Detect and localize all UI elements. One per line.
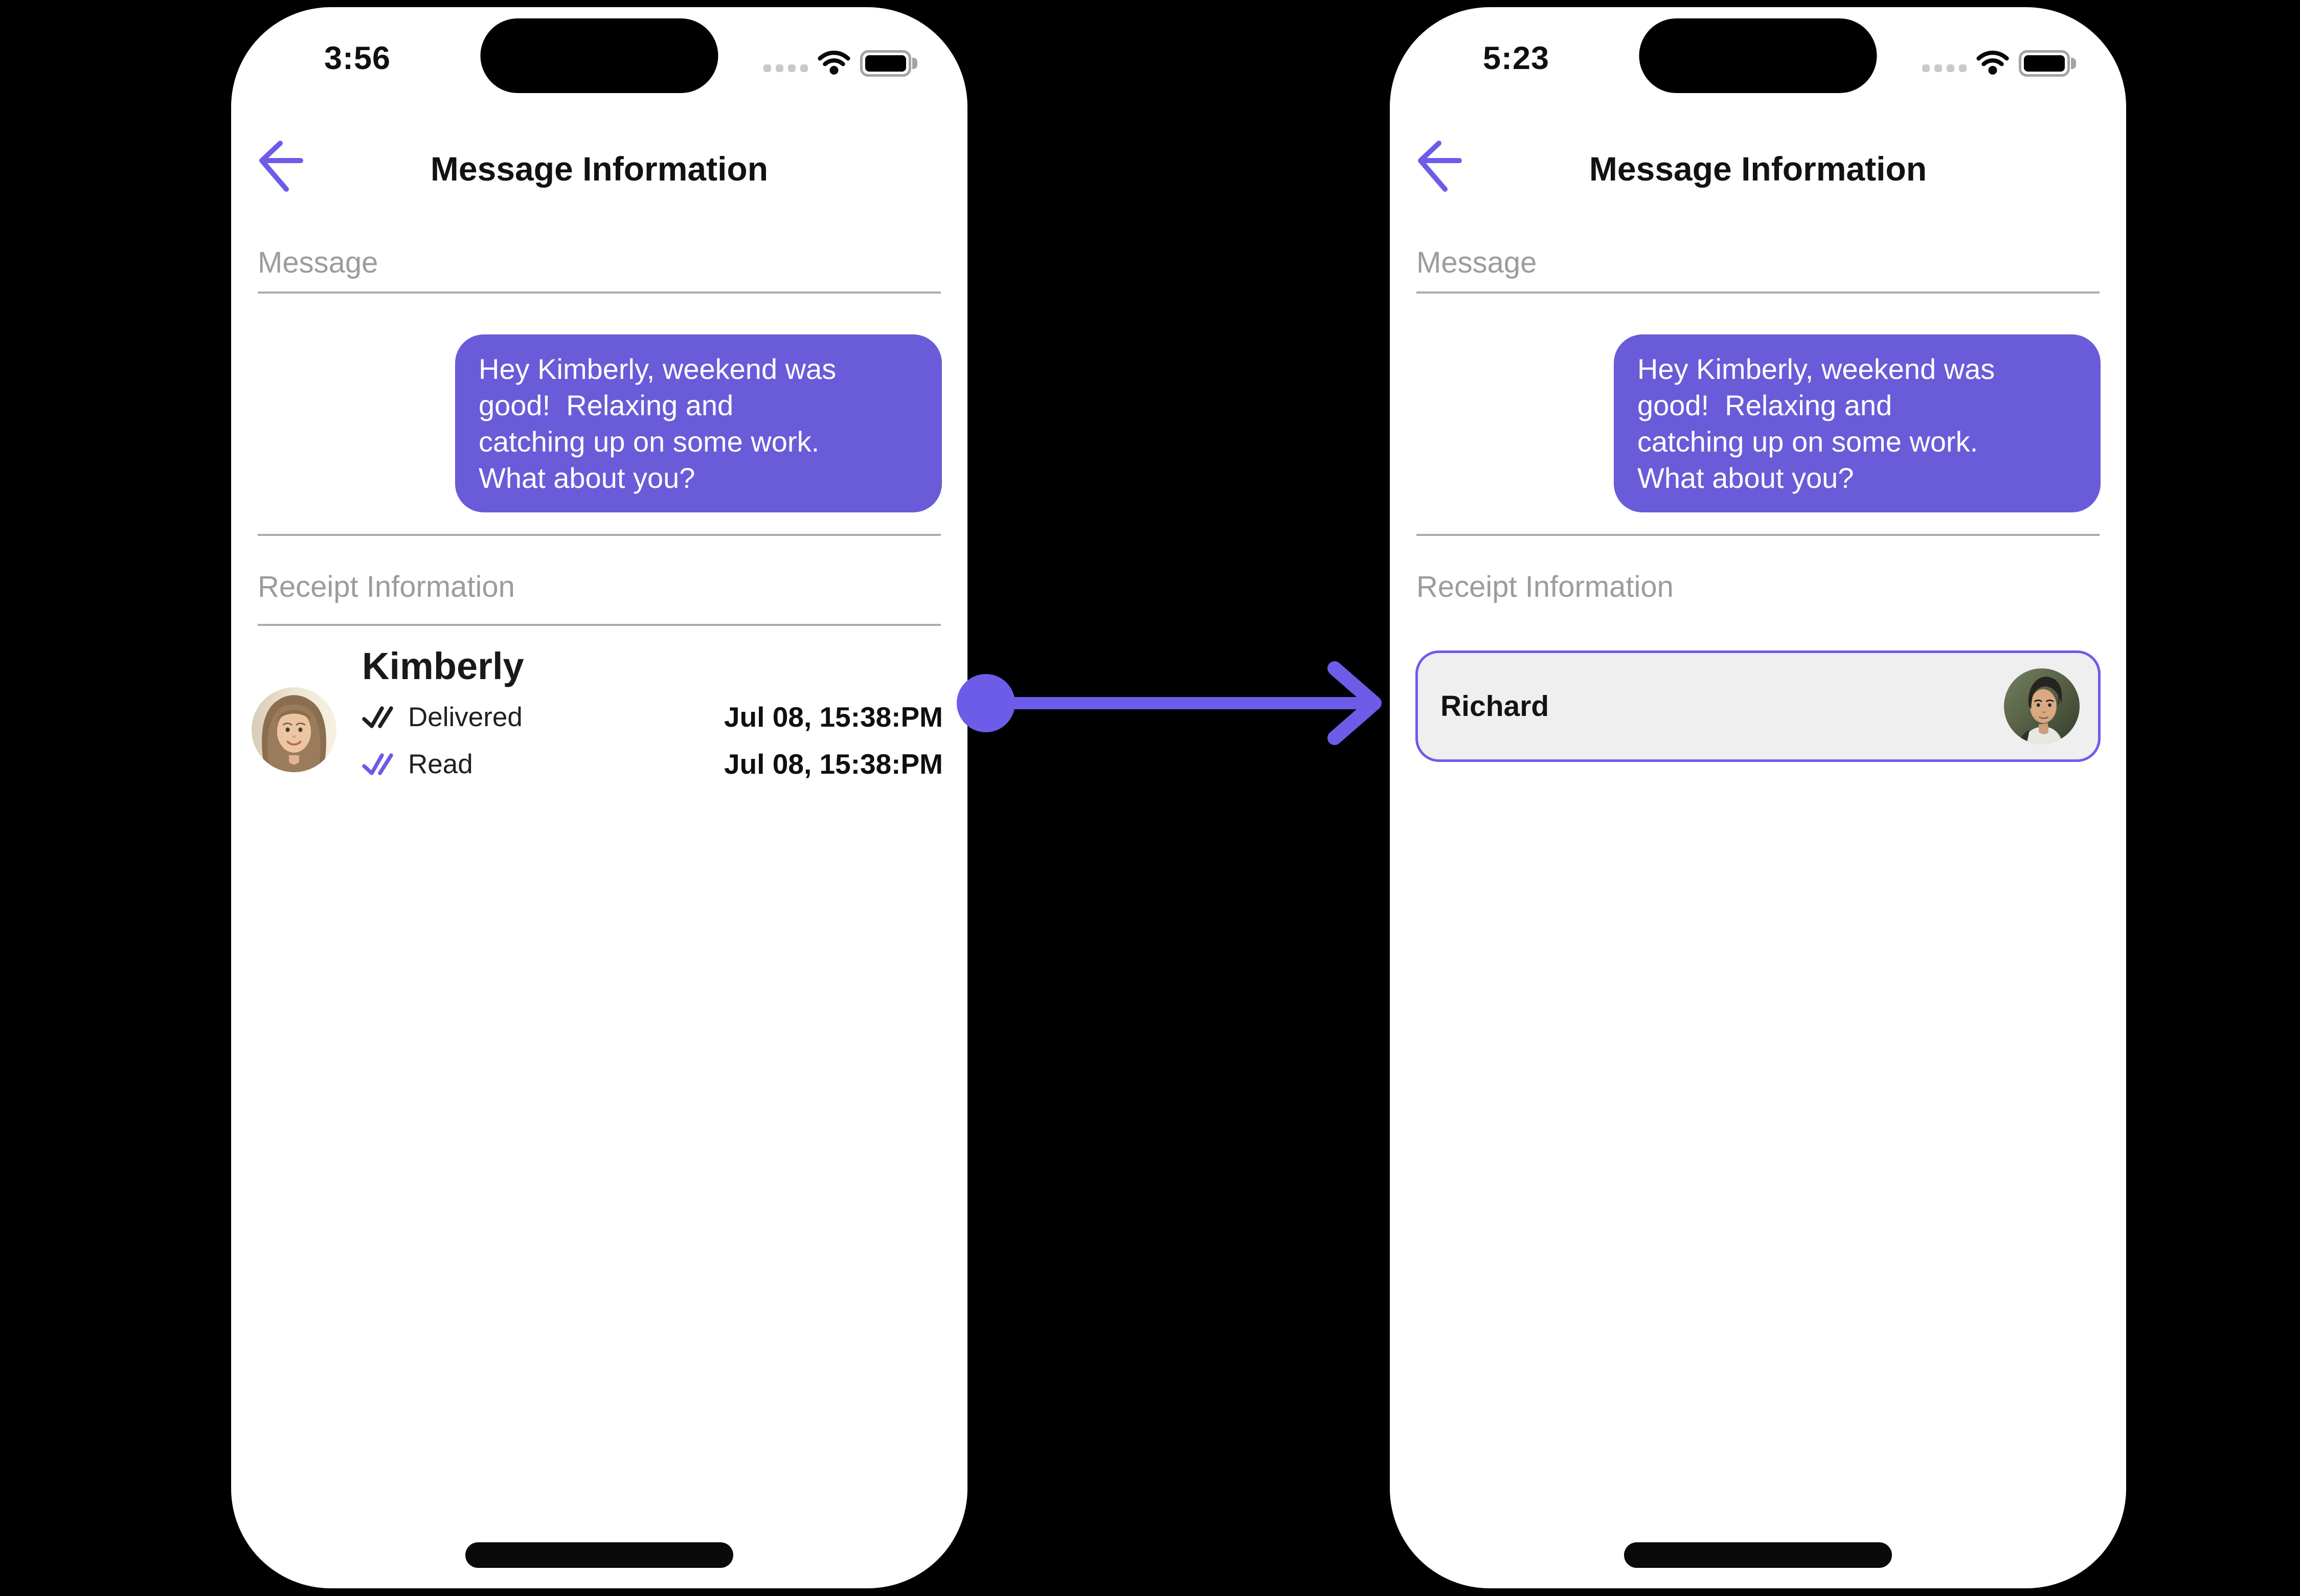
- recipient-row-richard[interactable]: Richard: [1415, 650, 2101, 762]
- status-bar-time: 5:23: [1483, 40, 1550, 76]
- status-label: Read: [408, 749, 473, 779]
- dynamic-island: [480, 18, 718, 93]
- richard-avatar: [2004, 668, 2080, 744]
- divider: [258, 534, 941, 536]
- flow-arrow: [957, 661, 1382, 745]
- receipt-status-list: Delivered Jul 08, 15:38:PM Read Jul 08, …: [362, 694, 943, 789]
- left-phone-frame: 3:56 Message Information Message Hey Kim…: [231, 7, 967, 1588]
- message-section-label: Message: [258, 246, 378, 279]
- home-indicator[interactable]: [465, 1542, 733, 1568]
- double-check-icon: [362, 752, 394, 776]
- recipient-name: Kimberly: [362, 645, 524, 687]
- message-section-label: Message: [1416, 246, 1537, 279]
- status-timestamp: Jul 08, 15:38:PM: [724, 701, 943, 733]
- receipt-section-label: Receipt Information: [258, 570, 515, 603]
- page-title: Message Information: [430, 150, 769, 188]
- message-bubble: Hey Kimberly, weekend was good! Relaxing…: [1614, 334, 2101, 512]
- cellular-signal-icon: [1922, 64, 1967, 72]
- page-title: Message Information: [1589, 150, 1927, 188]
- wifi-icon: [1976, 50, 2010, 78]
- divider: [1416, 534, 2100, 536]
- back-arrow-icon[interactable]: [1413, 138, 1462, 193]
- status-bar-time: 3:56: [324, 40, 391, 76]
- battery-icon: [2019, 50, 2076, 77]
- divider: [258, 624, 941, 626]
- wifi-icon: [817, 50, 851, 78]
- status-label: Delivered: [408, 702, 523, 732]
- home-indicator[interactable]: [1624, 1542, 1892, 1568]
- divider: [258, 291, 941, 294]
- double-check-icon: [362, 705, 394, 729]
- divider: [1416, 291, 2100, 294]
- right-phone-frame: 5:23 Message Information Message Hey Kim…: [1390, 7, 2126, 1588]
- battery-icon: [860, 50, 917, 77]
- receipt-section-label: Receipt Information: [1416, 570, 1674, 603]
- delivered-status-row: Delivered Jul 08, 15:38:PM: [362, 694, 943, 739]
- status-bar-icons: [763, 47, 918, 80]
- read-status-row: Read Jul 08, 15:38:PM: [362, 741, 943, 786]
- cellular-signal-icon: [763, 64, 808, 72]
- recipient-name: Richard: [1440, 690, 1549, 723]
- back-arrow-icon[interactable]: [255, 138, 304, 193]
- kimberly-avatar: [252, 687, 336, 772]
- status-bar-icons: [1922, 47, 2077, 80]
- status-timestamp: Jul 08, 15:38:PM: [724, 748, 943, 780]
- dynamic-island: [1639, 18, 1877, 93]
- message-bubble: Hey Kimberly, weekend was good! Relaxing…: [455, 334, 942, 512]
